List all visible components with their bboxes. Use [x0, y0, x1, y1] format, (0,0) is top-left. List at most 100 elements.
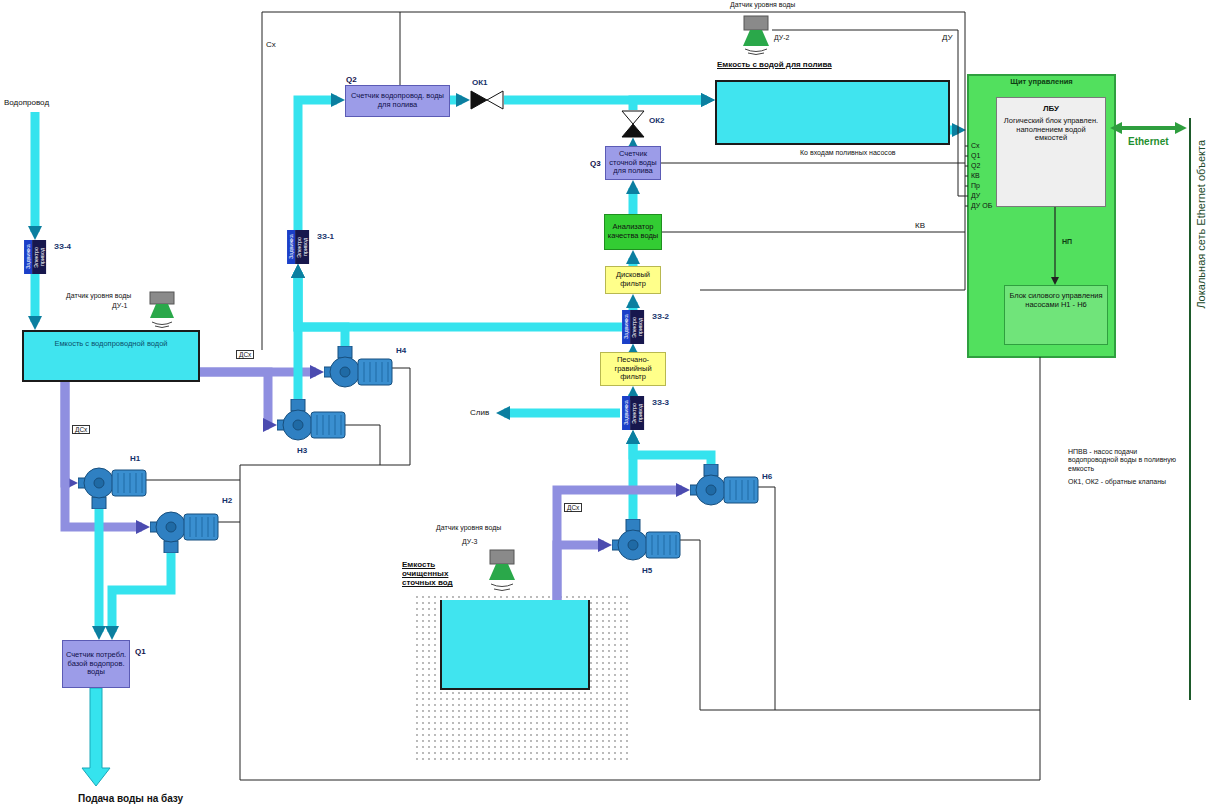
node-heading: Q3	[590, 159, 601, 168]
water-tank: Емкость с водой для полива	[715, 80, 950, 145]
node-text: Емкость с водопроводной водой	[28, 340, 194, 349]
node-heading: Н6	[762, 472, 772, 481]
water-pipe	[112, 553, 171, 632]
sensor-tag: ДУ-3	[462, 538, 478, 545]
node-text: Логический блок управлен. наполнением во…	[1001, 117, 1101, 143]
water-tank: Емкость очищенных сточных вод	[440, 600, 590, 690]
gate-valve: ЗЗ-1ЗадвижкаЭлектро привод	[287, 230, 309, 264]
ground-hatch	[412, 596, 632, 762]
input-name: Сх	[971, 142, 980, 149]
pump-symbol	[612, 519, 682, 564]
water-pipe	[450, 96, 462, 105]
gate-valve: ЗЗ-3ЗадвижкаЭлектро привод	[622, 396, 644, 430]
suction-pipe	[200, 372, 269, 425]
suction-pipe	[557, 545, 604, 600]
sensor-tag: ДСх	[72, 425, 90, 434]
node-text: Задвижка	[622, 396, 630, 430]
gate-valve: ЗЗ-2ЗадвижкаЭлектро привод	[622, 310, 644, 344]
input-name: ДУ ОБ	[971, 202, 992, 209]
check-valve-symbol	[621, 110, 645, 138]
control-panel: Щит управленияЛБУ Логический блок управле…	[968, 75, 1115, 357]
water-pipe	[298, 100, 337, 230]
node-heading: Q2	[346, 75, 357, 84]
caption-label: Водопровод	[4, 98, 49, 107]
note-text: НПВВ - насос подачи водопроводной воды в…	[1068, 448, 1178, 473]
input-name: Q1	[971, 152, 980, 159]
suction-pipe	[65, 382, 142, 527]
input-name: КВ	[971, 172, 980, 179]
sensor-tag: ДСх	[236, 350, 254, 359]
node-text: Песчано-гравийный фильтр	[603, 356, 663, 382]
node-text: Блок силового управления насосами Н1 - Н…	[1009, 292, 1103, 309]
water-pipe	[633, 100, 707, 110]
node-text: Электро привод	[295, 230, 309, 264]
input-name: Q2	[971, 162, 980, 169]
supply-arrow	[82, 688, 110, 786]
node-heading: Н2	[222, 496, 232, 505]
node-text: Щит управления	[968, 75, 1115, 87]
level-sensor	[743, 16, 769, 55]
node-text: Электро привод	[630, 396, 644, 430]
node-text: Анализатор качества воды	[607, 223, 659, 240]
check-valve-symbol	[470, 90, 504, 110]
filter-box: Песчано-гравийный фильтр	[600, 352, 666, 386]
pump-symbol	[277, 399, 347, 444]
water-pipe	[633, 438, 711, 464]
sensor-tag: ДУ-1	[112, 302, 128, 309]
sensor-label: Датчик уровня воды	[436, 524, 501, 531]
level-sensor	[150, 292, 174, 328]
node-text: Электро привод	[630, 310, 644, 344]
node-heading: Емкость очищенных сточных вод	[402, 560, 482, 588]
logic-unit: ЛБУ Логический блок управлен. наполнением…	[996, 97, 1106, 207]
node-heading: ЗЗ-2	[652, 312, 669, 321]
water-pipe	[629, 258, 638, 266]
outlet-label: Ко входам поливных насосов	[800, 149, 896, 156]
outlet-pipe	[950, 126, 958, 135]
network-label: Локальная сеть Ethernet объекта	[1195, 140, 1207, 309]
water-pipe	[31, 274, 40, 322]
water-tank: Емкость с водопроводной водой	[22, 330, 200, 382]
drain-pipe	[504, 409, 620, 418]
outlet-label: Подача воды на базу	[78, 793, 183, 804]
flow-meter: Q3Счетчик сточной воды для полива	[605, 146, 661, 180]
node-heading: Емкость с водой для полива	[717, 60, 832, 69]
pump-symbol	[324, 346, 394, 391]
pump-symbol	[150, 508, 220, 553]
node-heading: ЗЗ-1	[317, 232, 334, 241]
sensor-label: Датчик уровня воды	[66, 292, 131, 299]
network-label: Ethernet	[1128, 136, 1169, 147]
input-name: Пр	[971, 182, 980, 189]
level-sensor	[489, 550, 515, 591]
panel-ground	[968, 75, 1115, 357]
drain-label: Слив	[470, 408, 489, 417]
node-text: ЛБУ	[1001, 104, 1101, 113]
edge-label: НП	[1062, 238, 1072, 245]
node-heading: ЗЗ-3	[652, 398, 669, 407]
check-valve: ОК2	[621, 110, 645, 138]
node-text: Счетчик потребл. базой водопров. воды	[65, 651, 127, 677]
pump-symbol	[690, 464, 760, 509]
water-pipe	[298, 272, 345, 346]
flow-meter: Q1Счетчик потребл. базой водопров. воды	[62, 640, 130, 688]
node-text: Задвижка	[24, 240, 32, 274]
node-heading: ЗЗ-4	[54, 242, 71, 251]
node-text: Счетчик сточной воды для полива	[608, 150, 658, 176]
input-name: ДУ	[971, 192, 980, 199]
flow-meter: Q2Счетчик водопровод. воды для полива	[345, 85, 450, 117]
note-text: ОК1, ОК2 - обратные клапаны	[1068, 478, 1178, 486]
control-wires	[146, 12, 1040, 780]
node-text: Электро привод	[32, 240, 46, 274]
node-heading: Q1	[135, 647, 146, 656]
sensor-tag: ДУ-2	[774, 34, 790, 41]
node-heading: ОК1	[472, 78, 488, 87]
pump-symbol	[78, 464, 148, 509]
power-unit: Блок силового управления насосами Н1 - Н…	[1004, 285, 1108, 345]
node-heading: Н5	[642, 566, 652, 575]
node-text: Счетчик водопровод. воды для полива	[348, 92, 447, 109]
signal-name: Сх	[266, 40, 276, 49]
node-text: Задвижка	[622, 310, 630, 344]
filter-box: Дисковый фильтр	[605, 266, 661, 294]
suction-pipe	[557, 490, 682, 600]
node-heading: Н1	[130, 454, 140, 463]
signal-name: КВ	[915, 221, 925, 230]
